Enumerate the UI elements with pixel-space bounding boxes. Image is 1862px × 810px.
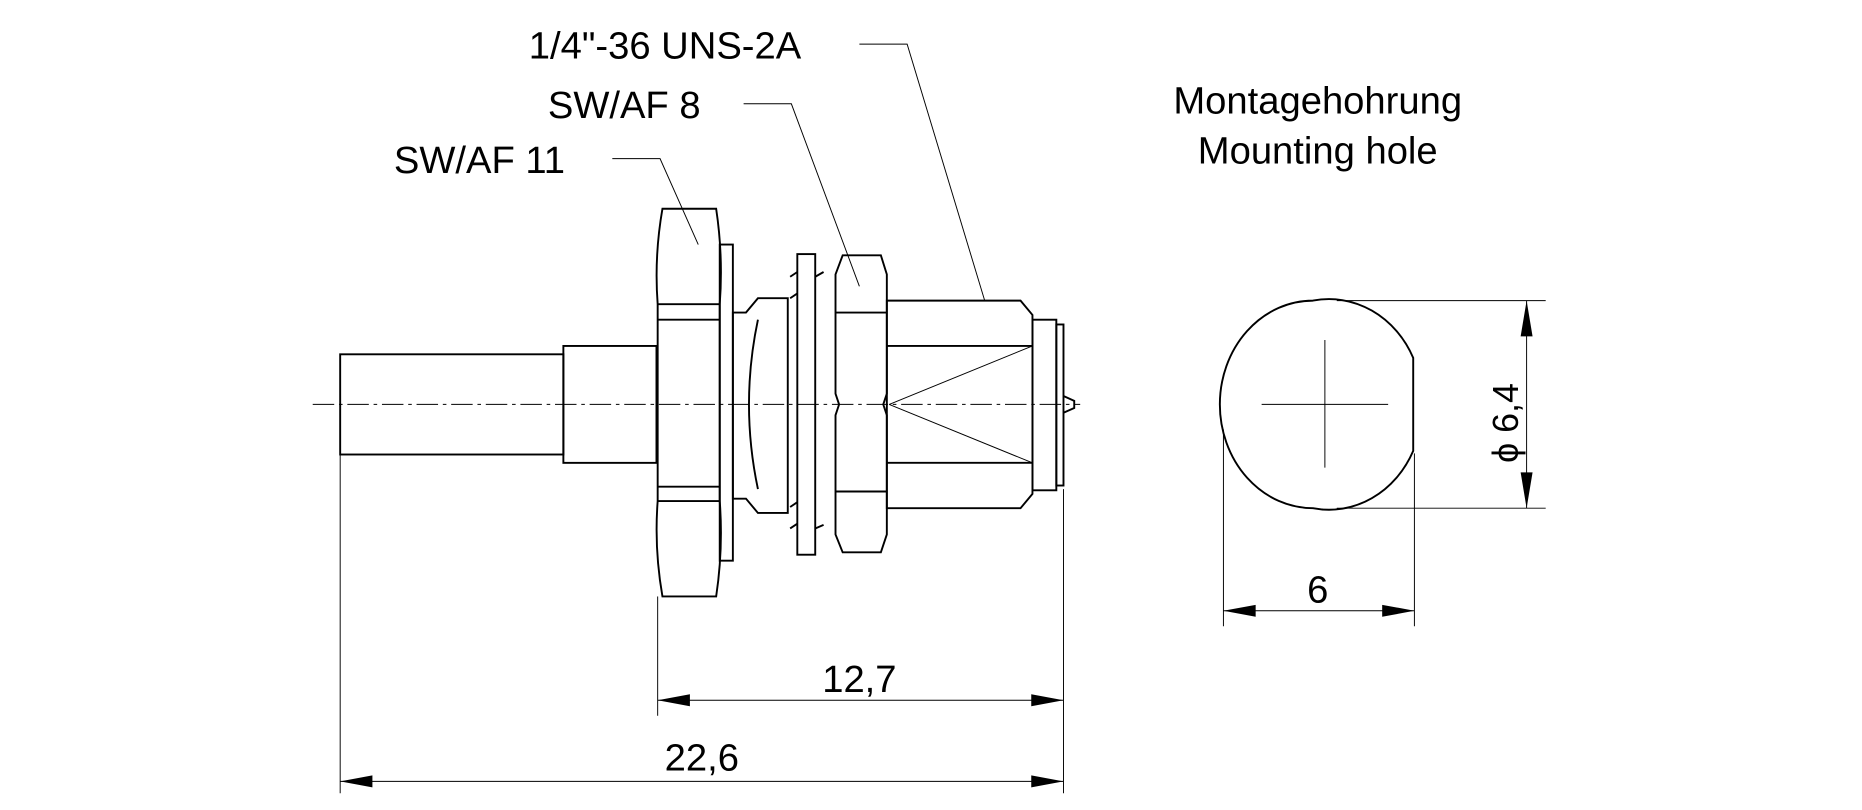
af8-label: SW/AF 8 xyxy=(548,84,701,127)
hole-width-dimension: 6 xyxy=(1307,568,1328,611)
mounting-label-en: Mounting hole xyxy=(1198,129,1438,172)
connector-body xyxy=(312,207,1081,598)
length-dimensions: 12,7 22,6 xyxy=(339,454,1064,794)
hole-diameter-dimension: ϕ 6,4 xyxy=(1486,383,1526,463)
mounting-label-de: Montagehohrung xyxy=(1173,79,1462,122)
body-length-dimension: 12,7 xyxy=(822,658,896,701)
leader-lines xyxy=(612,43,986,301)
mounting-hole: ϕ 6,4 6 xyxy=(1218,298,1546,627)
total-length-dimension: 22,6 xyxy=(665,737,739,780)
thread-label: 1/4"-36 UNS-2A xyxy=(529,24,802,67)
af11-label: SW/AF 11 xyxy=(394,139,565,182)
